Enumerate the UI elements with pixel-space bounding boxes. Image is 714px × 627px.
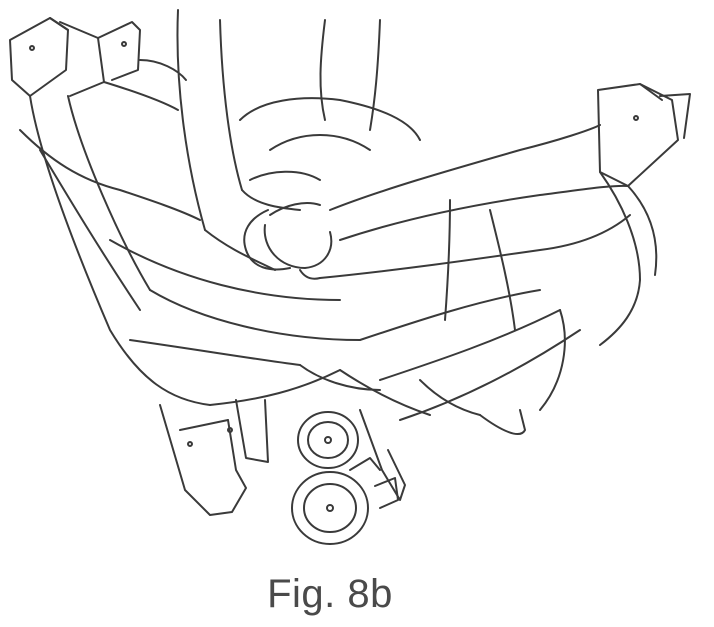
- folding-playard-illustration: [9, 9, 691, 545]
- left-top-corner-cap: [9, 17, 141, 97]
- lower-wheel: [291, 471, 369, 545]
- figure-caption: Fig. 8b: [267, 572, 393, 616]
- left-arm-line-art: [176, 9, 301, 231]
- right-hand-line-art: [263, 202, 333, 280]
- playard-fabric: [19, 59, 658, 435]
- right-top-corner-cap: [597, 83, 691, 187]
- right-arm-line-art: [319, 19, 381, 131]
- upper-wheel: [297, 411, 359, 469]
- left-hand-line-art: [204, 209, 291, 271]
- wheel-assembly: [349, 409, 406, 509]
- left-leg-frame: [159, 399, 269, 516]
